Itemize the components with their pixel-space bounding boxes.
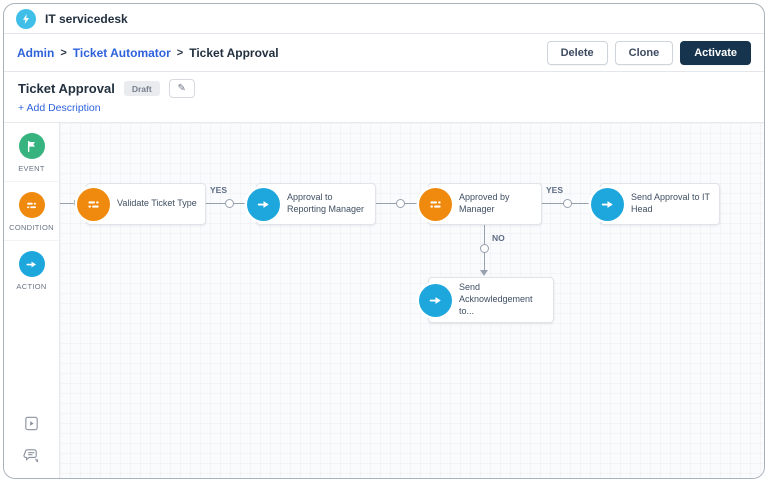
connector-circle[interactable]	[396, 199, 405, 208]
edge-arrow-icon	[480, 270, 488, 276]
node-label: Validate Ticket Type	[117, 198, 197, 209]
add-description-link[interactable]: + Add Description	[18, 102, 101, 114]
feedback-chat-icon[interactable]	[23, 447, 40, 464]
workflow-titlebar: Ticket Approval Draft ✎ + Add Descriptio…	[4, 72, 764, 122]
palette-item-condition[interactable]: CONDITION	[4, 182, 59, 241]
app-title: IT servicedesk	[45, 11, 128, 26]
activate-button[interactable]: Activate	[680, 40, 751, 65]
breadcrumb-separator: >	[60, 46, 67, 59]
edge-label-no: NO	[492, 233, 505, 243]
node-send-acknowledgement[interactable]: Send Acknowledgement to...	[419, 277, 554, 323]
palette-spacer	[4, 299, 59, 415]
condition-icon	[77, 187, 110, 221]
action-icon	[247, 187, 280, 221]
node-approved-by-manager[interactable]: Approved by Manager	[419, 183, 542, 225]
app-header: IT servicedesk	[4, 4, 764, 34]
palette-item-label: CONDITION	[9, 223, 54, 232]
workflow-title: Ticket Approval	[18, 81, 115, 96]
edge-line	[60, 203, 74, 204]
palette-footer	[4, 415, 59, 478]
palette-item-action[interactable]: ACTION	[4, 241, 59, 299]
breadcrumb-separator: >	[176, 46, 184, 59]
action-buttons: Delete Clone Activate	[546, 40, 751, 65]
connector-circle[interactable]	[480, 244, 489, 253]
breadcrumb-admin[interactable]: Admin	[17, 45, 55, 60]
node-approval-to-reporting-manager[interactable]: Approval to Reporting Manager	[247, 183, 376, 225]
tutorial-video-icon[interactable]	[23, 415, 40, 432]
node-label: Approved by Manager	[459, 192, 510, 214]
breadcrumb: Admin > Ticket Automator > Ticket Approv…	[17, 46, 279, 60]
node-validate-ticket-type[interactable]: Validate Ticket Type	[77, 183, 206, 225]
breadcrumb-current: Ticket Approval	[189, 45, 279, 60]
node-label: Approval to Reporting Manager	[287, 192, 365, 214]
edge-label-yes: YES	[546, 185, 564, 195]
event-icon	[18, 133, 45, 159]
condition-icon	[18, 192, 45, 218]
node-label: Send Acknowledgement to...	[459, 282, 533, 316]
workflow-canvas[interactable]: Validate Ticket Type YES Approval to Rep…	[60, 123, 764, 478]
edit-title-button[interactable]: ✎	[168, 79, 195, 98]
palette-item-label: EVENT	[18, 164, 45, 173]
app-window: IT servicedesk Admin > Ticket Automator …	[3, 3, 765, 479]
condition-icon	[419, 187, 452, 221]
pencil-icon: ✎	[177, 82, 186, 94]
status-badge: Draft	[123, 81, 160, 96]
node-send-approval-to-it-head[interactable]: Send Approval to IT Head	[591, 183, 720, 225]
toolbar: Admin > Ticket Automator > Ticket Approv…	[4, 34, 764, 72]
sidebar-palette: EVENT CONDITION ACTION	[4, 123, 60, 478]
connector-circle[interactable]	[225, 199, 234, 208]
palette-item-event[interactable]: EVENT	[4, 123, 59, 182]
bolt-logo-icon	[16, 8, 36, 29]
connector-circle[interactable]	[563, 199, 572, 208]
workflow-body: EVENT CONDITION ACTION	[4, 122, 764, 478]
clone-button[interactable]: Clone	[614, 40, 674, 65]
palette-item-label: ACTION	[16, 282, 47, 291]
action-icon	[419, 283, 452, 317]
delete-button[interactable]: Delete	[546, 40, 608, 65]
action-icon	[18, 251, 45, 277]
node-label: Send Approval to IT Head	[631, 192, 710, 214]
edge-label-yes: YES	[210, 185, 228, 195]
action-icon	[591, 187, 624, 221]
breadcrumb-ticket-automator[interactable]: Ticket Automator	[72, 45, 171, 60]
